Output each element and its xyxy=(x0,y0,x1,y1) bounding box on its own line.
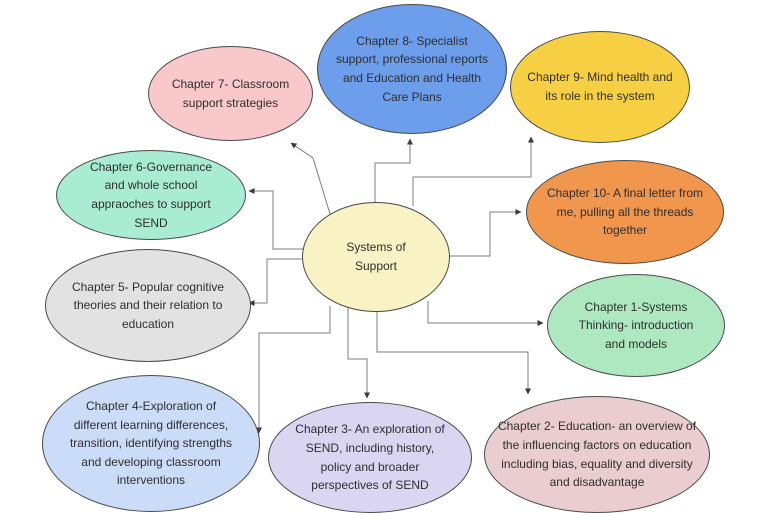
node-chapter-7[interactable]: Chapter 7- Classroom support strategies xyxy=(148,46,313,141)
node-chapter-10-label: Chapter 10- A final letter from me, pull… xyxy=(546,186,704,238)
node-chapter-2-label: Chapter 2- Education- an overview of the… xyxy=(497,419,697,490)
node-chapter-3-label: Chapter 3- An exploration of SEND, inclu… xyxy=(295,422,445,493)
connector-chapter-3 xyxy=(347,308,370,399)
node-chapter-10[interactable]: Chapter 10- A final letter from me, pull… xyxy=(526,160,724,264)
node-chapter-4[interactable]: Chapter 4-Exploration of different learn… xyxy=(42,375,260,512)
connector-chapter-10 xyxy=(450,209,522,257)
node-chapter-2[interactable]: Chapter 2- Education- an overview of the… xyxy=(484,396,710,513)
connector-chapter-6 xyxy=(248,188,303,250)
node-chapter-1-label: Chapter 1-Systems Thinking- introduction… xyxy=(578,299,694,351)
connector-chapter-9 xyxy=(412,136,534,206)
node-chapter-8[interactable]: Chapter 8- Specialist support, professio… xyxy=(317,4,507,134)
connector-chapter-5 xyxy=(248,258,303,306)
node-chapter-4-label: Chapter 4-Exploration of different learn… xyxy=(69,399,233,488)
connector-chapter-4 xyxy=(256,306,331,434)
node-systems-of-support[interactable]: Systems of Support xyxy=(302,202,450,312)
node-systems-of-support-label: Systems of Support xyxy=(346,240,406,273)
node-chapter-7-label: Chapter 7- Classroom support strategies xyxy=(171,76,290,110)
connector-chapter-7 xyxy=(290,142,331,215)
node-chapter-8-label: Chapter 8- Specialist support, professio… xyxy=(335,33,489,104)
connector-chapter-1 xyxy=(427,301,544,326)
node-chapter-6-label: Chapter 6-Governance and whole school ap… xyxy=(89,159,213,230)
node-chapter-5[interactable]: Chapter 5- Popular cognitive theories an… xyxy=(45,249,251,362)
connector-chapter-2 xyxy=(376,312,531,395)
node-chapter-1[interactable]: Chapter 1-Systems Thinking- introduction… xyxy=(547,274,725,377)
node-chapter-9[interactable]: Chapter 9- Mind health and its role in t… xyxy=(510,31,690,143)
node-chapter-6[interactable]: Chapter 6-Governance and whole school ap… xyxy=(56,150,246,240)
node-chapter-5-label: Chapter 5- Popular cognitive theories an… xyxy=(71,279,225,331)
node-chapter-3[interactable]: Chapter 3- An exploration of SEND, inclu… xyxy=(268,402,472,513)
node-chapter-9-label: Chapter 9- Mind health and its role in t… xyxy=(527,70,673,103)
